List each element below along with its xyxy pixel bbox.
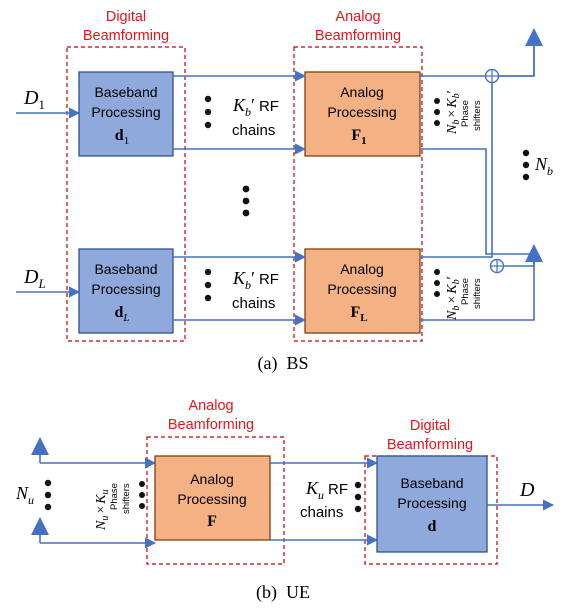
ue-analog-label-line1: Analog [188, 398, 233, 414]
bs-baseband-block-L [78, 248, 174, 334]
bs-wire-1-bottom [420, 148, 497, 255]
ue-rf-chains-word: chains [300, 504, 343, 521]
ue-phase-dots [139, 481, 145, 509]
bs-input-label-L: DL [23, 266, 46, 291]
bs-baseband-1-vector: d1 [115, 127, 129, 147]
bs-phase-dots-1 [434, 98, 440, 126]
ue-antenna-dots [44, 479, 52, 511]
bs-branch-dots [242, 185, 250, 217]
bs-input-label-1: D1 [23, 87, 45, 112]
bs-phase-word1-L: Phase [460, 278, 471, 305]
bs-antenna-icon-1 [525, 28, 543, 76]
bs-analog-label-line1: Analog [335, 9, 380, 25]
bs-phase-word2-1: shifters [472, 100, 483, 131]
bs-analog-region [293, 46, 423, 342]
bs-analog-L-line1: Analog [340, 261, 384, 277]
ue-analog-region [146, 436, 285, 565]
caption-bs: (a) BS [258, 353, 309, 374]
bs-antenna-icon-L [525, 244, 543, 266]
bs-analog-1-matrix: F1 [351, 127, 366, 147]
bs-adder-L [489, 258, 505, 274]
bs-rf-chains-label-1: Kb′RF [232, 95, 279, 119]
bs-wire-1-top [420, 42, 535, 77]
bs-baseband-1-line2: Processing [91, 104, 160, 120]
ue-analog-line2: Processing [177, 491, 246, 507]
ue-analog-line1: Analog [190, 471, 234, 487]
ue-digital-label-line1: Digital [410, 418, 450, 434]
ue-baseband-vector: d [428, 518, 437, 535]
bs-adder-1 [484, 68, 500, 84]
bs-analog-1-line1: Analog [340, 84, 384, 100]
bs-analog-L-matrix: FL [350, 304, 367, 324]
ue-phase-word1: Phase [109, 483, 120, 510]
ue-antenna-count-label: Nu [15, 483, 34, 507]
ue-baseband-line1: Baseband [400, 475, 463, 491]
bs-phase-expr-L: Nb×Kb′ [445, 276, 462, 321]
bs-wire-L-bottom [420, 254, 535, 321]
ue-rf-dots [354, 481, 362, 513]
bs-baseband-L-line1: Baseband [94, 261, 157, 277]
bs-baseband-L-line2: Processing [91, 281, 160, 297]
bs-baseband-L-vector: dL [114, 304, 129, 324]
bs-rf-dots-L [204, 268, 212, 302]
ue-analog-matrix: F [207, 513, 217, 530]
ue-digital-label-line2: Beamforming [387, 437, 473, 453]
bs-phase-dots-L [434, 269, 440, 297]
caption-ue: (b) UE [256, 582, 310, 603]
ue-output-label: D [519, 479, 535, 501]
ue-baseband-block [376, 455, 488, 553]
bs-analog-L-line2: Processing [327, 281, 396, 297]
bs-analog-1-line2: Processing [327, 104, 396, 120]
ue-analog-block [154, 455, 271, 541]
bs-phase-expr-1: Nb×Kb′ [445, 90, 462, 135]
bs-digital-label-line2: Beamforming [83, 28, 169, 44]
bs-rf-chains-label-L: Kb′RF [232, 268, 279, 292]
bs-phase-word2-L: shifters [472, 278, 483, 309]
ue-analog-label-line2: Beamforming [168, 417, 254, 433]
bs-wire-L-top [420, 76, 493, 258]
bs-rf-chains-word-1: chains [232, 122, 275, 139]
ue-baseband-line2: Processing [397, 495, 466, 511]
bs-phase-word1-1: Phase [460, 100, 471, 127]
bs-analog-label-line2: Beamforming [315, 28, 401, 44]
bs-antenna-count-label: Nb [534, 154, 553, 178]
bs-analog-block-1 [304, 71, 421, 157]
bs-baseband-block-1 [78, 71, 174, 157]
ue-antenna-icon-1 [31, 437, 49, 463]
bs-baseband-1-line1: Baseband [94, 84, 157, 100]
bs-rf-dots-1 [204, 95, 212, 129]
bs-antenna-dots [522, 149, 530, 181]
bs-digital-label-line1: Digital [106, 9, 146, 25]
bs-analog-block-L [304, 248, 421, 334]
bs-rf-chains-word-L: chains [232, 295, 275, 312]
bs-digital-region [66, 46, 186, 342]
ue-phase-expr: Nu×Ku [94, 489, 111, 531]
ue-antenna-icon-2 [31, 517, 49, 543]
ue-phase-word2: shifters [121, 483, 132, 514]
